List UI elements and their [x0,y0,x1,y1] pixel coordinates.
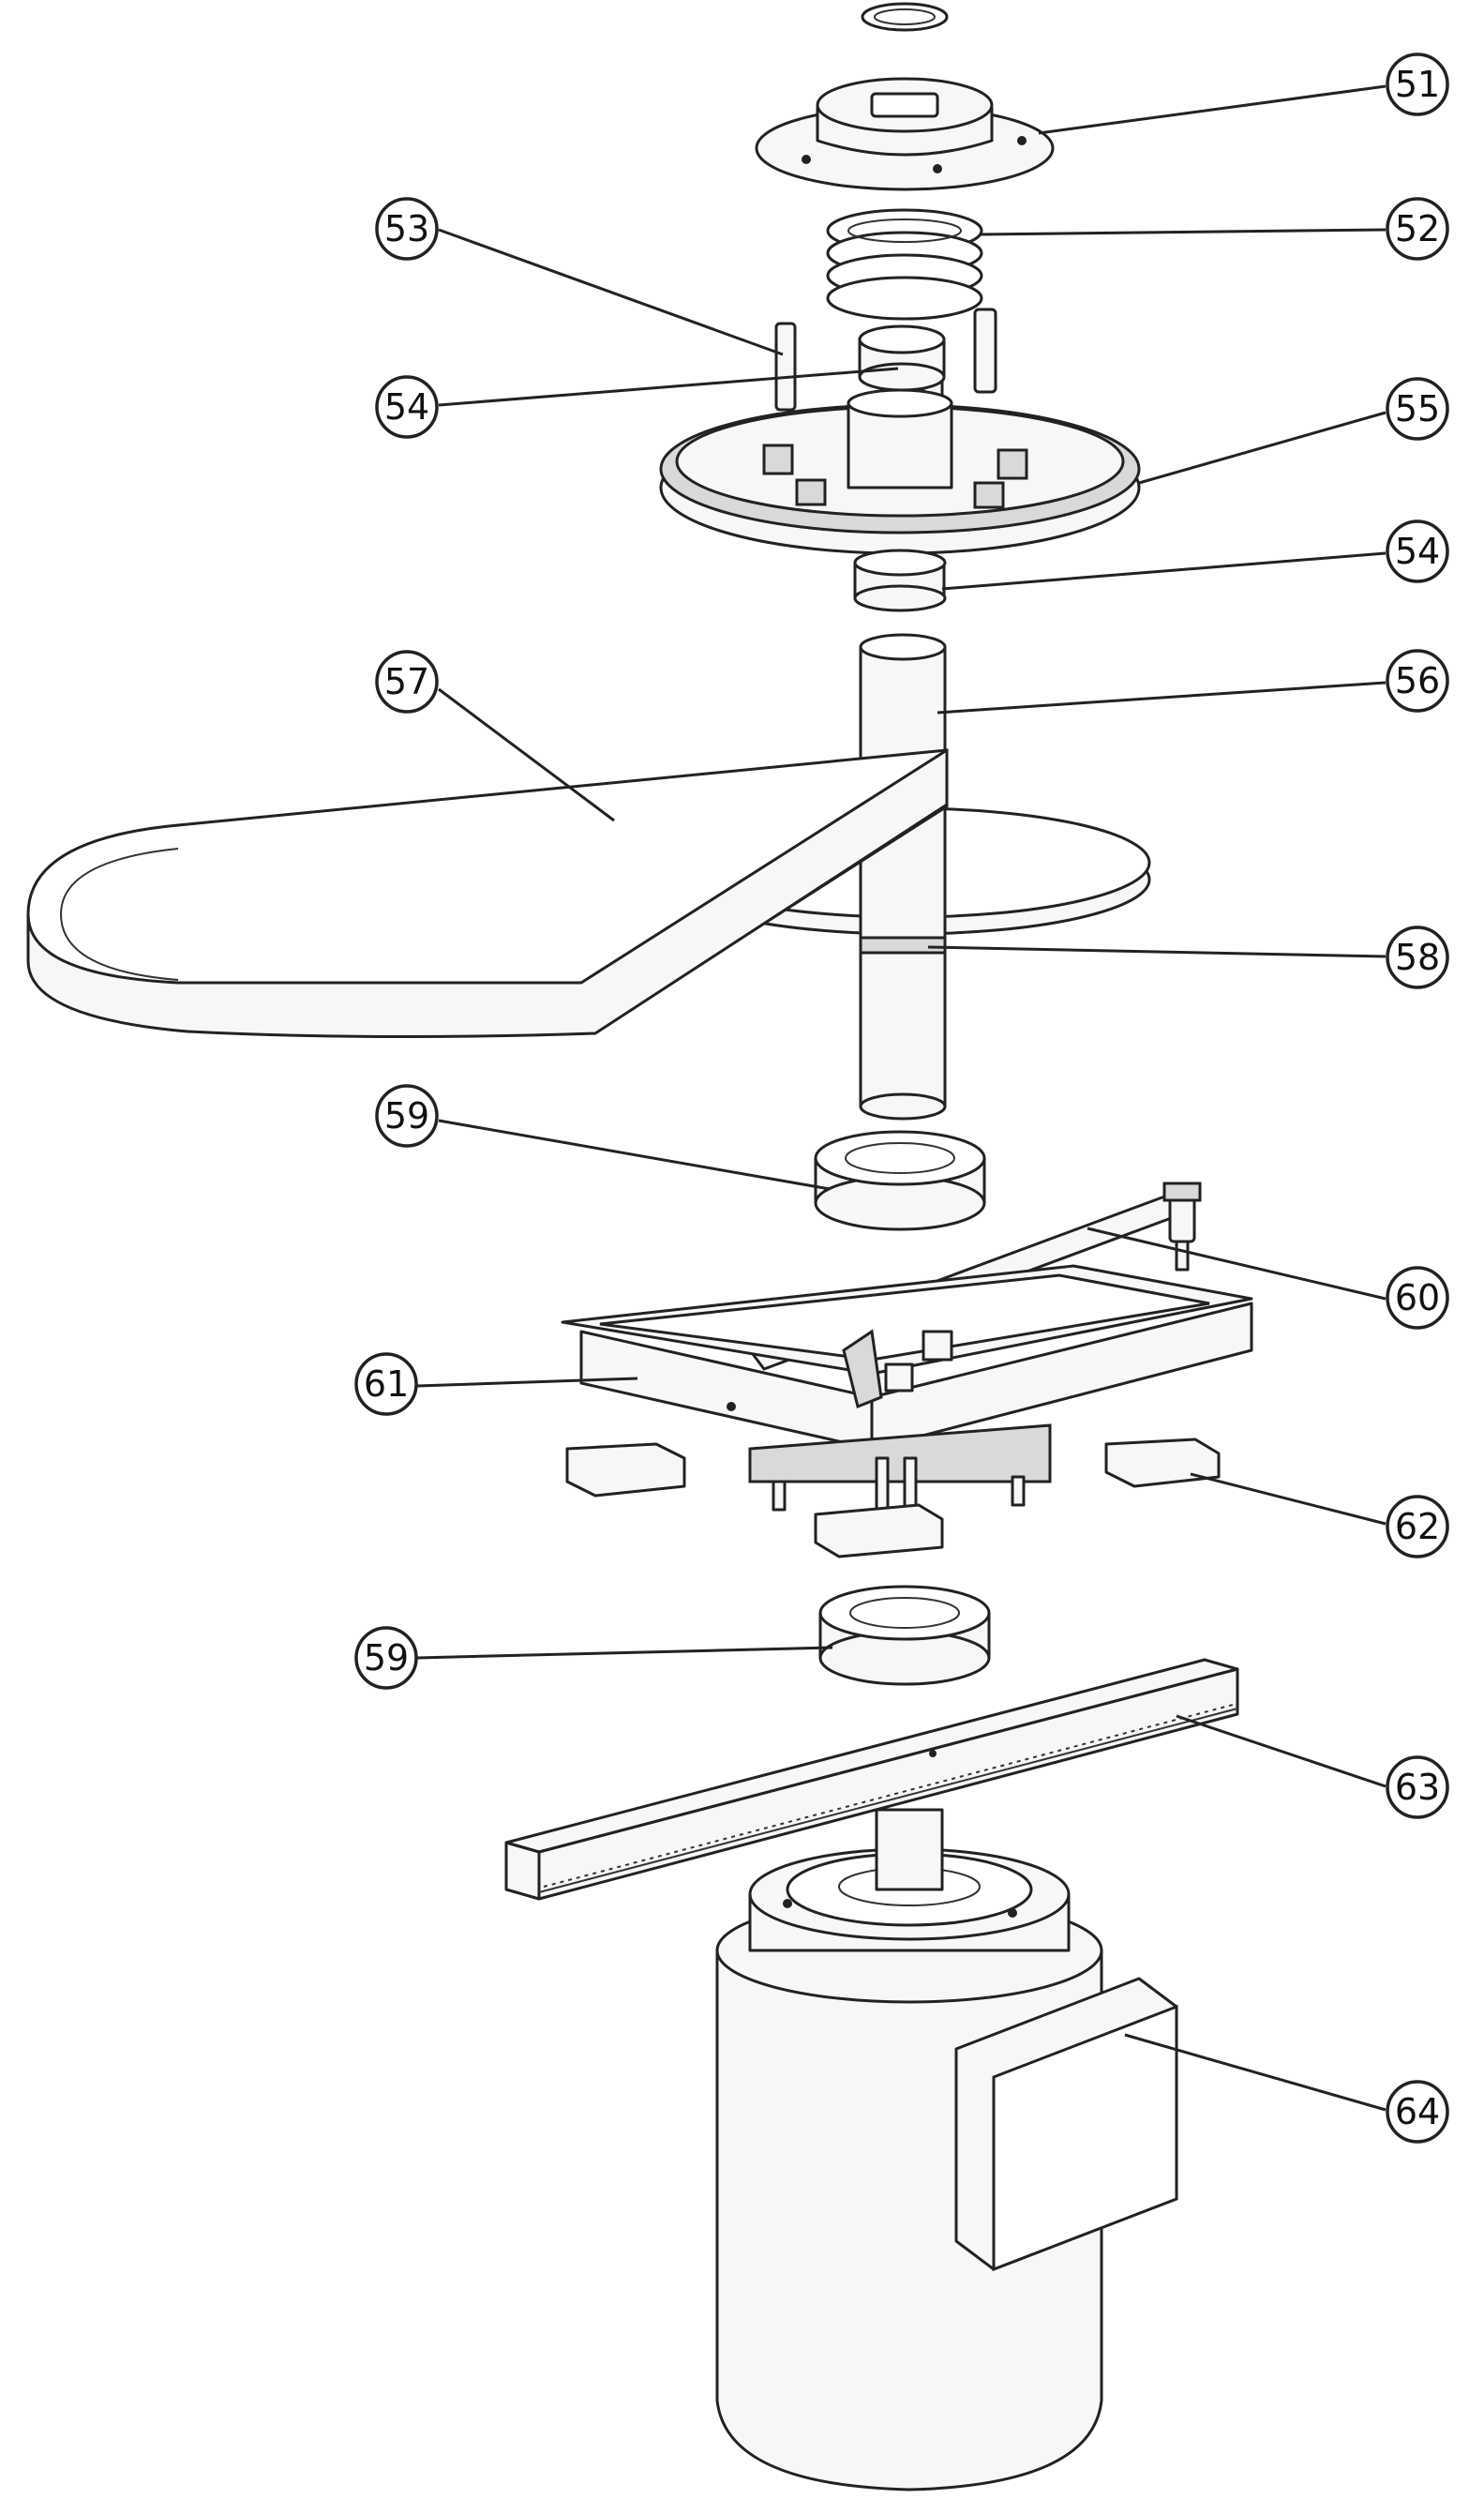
callout-58: 58 [1386,926,1449,989]
callout-51-label: 51 [1395,64,1440,105]
callout-61-label: 61 [364,1363,409,1405]
callout-54-lower-label: 54 [1395,531,1440,572]
callout-62-label: 62 [1395,1506,1440,1547]
callout-55-label: 55 [1395,388,1440,429]
callout-52: 52 [1386,197,1449,261]
callout-60: 60 [1386,1266,1449,1330]
callout-57-label: 57 [384,661,429,702]
drive-belt-part [26,748,949,1039]
callout-59-upper-label: 59 [384,1095,429,1137]
callout-54-upper: 54 [375,375,439,439]
callout-52-label: 52 [1395,208,1440,249]
callout-51: 51 [1386,53,1449,116]
gear-rack-part [504,1658,1239,1901]
callout-57: 57 [375,650,439,714]
leader-lines [416,84,1387,2112]
base-frame-part [561,1264,1253,1512]
flange-cap-part [755,77,1055,191]
callout-58-label: 58 [1395,937,1440,978]
lower-bearing-part [818,1585,991,1686]
callout-56: 56 [1386,649,1449,713]
callout-54-upper-label: 54 [384,386,429,428]
callout-59-lower: 59 [354,1626,418,1690]
callout-59-lower-label: 59 [364,1637,409,1679]
callout-64: 64 [1386,2080,1449,2144]
callout-53-label: 53 [384,208,429,249]
callout-61: 61 [354,1352,418,1416]
upper-bearing-part [814,1130,986,1231]
callout-64-label: 64 [1395,2091,1440,2132]
callout-55: 55 [1386,377,1449,441]
callout-63: 63 [1386,1755,1449,1819]
electric-motor-part [715,1808,1178,2491]
callout-63-label: 63 [1395,1767,1440,1808]
callout-62: 62 [1386,1495,1449,1558]
small-ring-part [861,2,949,32]
callout-60-label: 60 [1395,1277,1440,1318]
rotating-plate-part [659,388,1141,555]
callout-56-label: 56 [1395,660,1440,701]
main-shaft-part [859,633,947,1121]
callout-54-lower: 54 [1386,519,1449,583]
upper-bushing-part [858,324,946,392]
coil-spring-part [826,208,983,321]
callout-53: 53 [375,197,439,261]
lower-bushing-part [853,549,947,612]
callout-59-upper: 59 [375,1084,439,1148]
